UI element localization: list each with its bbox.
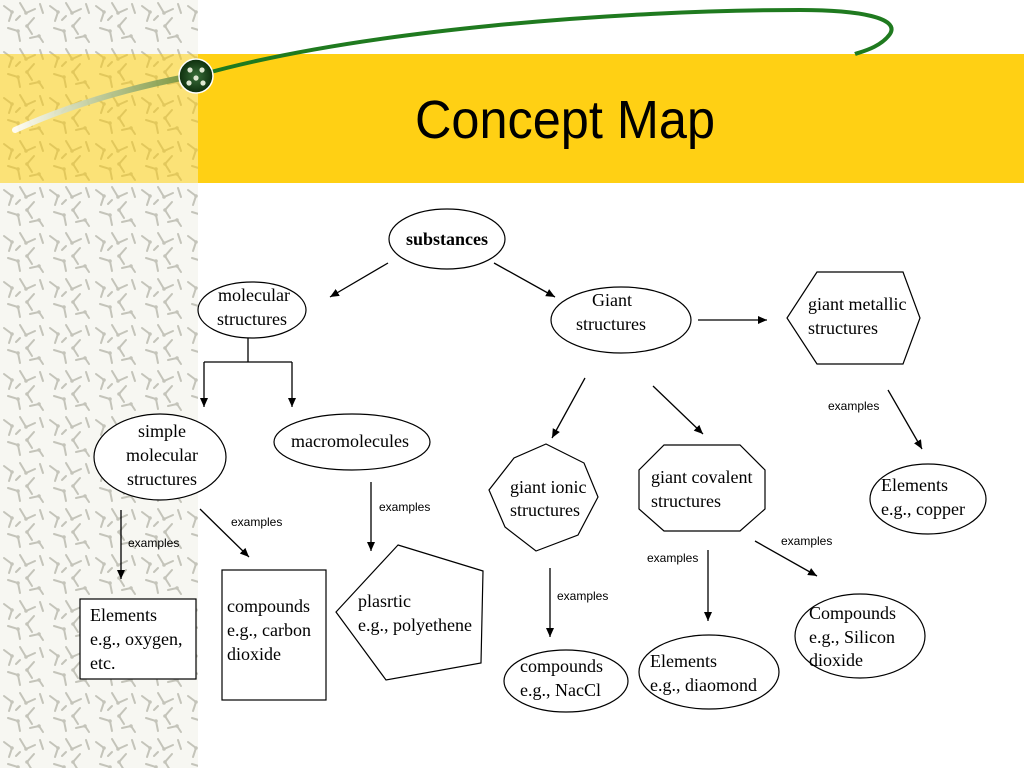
node-label: structures xyxy=(510,500,580,520)
node-compounds-silicon-dioxide: Compounds e.g., Silicon dioxide xyxy=(794,593,926,679)
node-label: plasrtic xyxy=(358,591,411,611)
node-label: dioxide xyxy=(227,644,281,664)
node-label: substances xyxy=(406,229,488,249)
node-label: etc. xyxy=(90,653,115,673)
node-label: e.g., copper xyxy=(881,499,965,519)
node-molecular-structures: molecular structures xyxy=(197,281,307,339)
node-label: Elements xyxy=(90,605,157,625)
node-label: dioxide xyxy=(809,650,863,670)
node-label: giant metallic xyxy=(808,294,906,314)
edge-label: examples xyxy=(557,589,608,603)
bulb-icon xyxy=(178,58,214,94)
node-label: e.g., polyethene xyxy=(358,615,472,635)
node-label: structures xyxy=(576,314,646,334)
swoosh-decoration xyxy=(199,7,894,77)
node-giant-metallic-structures: giant metallic structures xyxy=(786,271,921,365)
node-label: e.g., oxygen, xyxy=(90,629,182,649)
edge-label: examples xyxy=(781,534,832,548)
edge-label: examples xyxy=(128,536,179,550)
node-label: structures xyxy=(217,309,287,329)
node-label: e.g., diaomond xyxy=(650,675,757,695)
page-title: Concept Map xyxy=(415,90,715,150)
node-label: e.g., Silicon xyxy=(809,627,895,647)
bracket-molecular-branches xyxy=(204,337,292,363)
node-label: Elements xyxy=(650,651,717,671)
node-label: e.g., NacCl xyxy=(520,680,601,700)
node-label: Compounds xyxy=(809,603,896,623)
node-elements-oxygen: Elements e.g., oxygen, etc. xyxy=(79,598,197,680)
node-substances: substances xyxy=(388,208,506,270)
node-giant-ionic-structures: giant ionic structures xyxy=(488,443,599,552)
node-label: giant covalent xyxy=(651,467,752,487)
edge-label: examples xyxy=(379,500,430,514)
node-label: molecular xyxy=(218,285,290,305)
node-label: simple xyxy=(138,421,186,441)
node-giant-covalent-structures: giant covalent structures xyxy=(638,444,766,532)
node-plastic-polyethene: plasrtic e.g., polyethene xyxy=(335,544,484,681)
node-compounds-nacl: compounds e.g., NacCl xyxy=(503,649,629,713)
node-label: molecular xyxy=(126,445,198,465)
node-compounds-carbon-dioxide: compounds e.g., carbon dioxide xyxy=(221,569,327,701)
node-label: structures xyxy=(808,318,878,338)
title-banner-texture xyxy=(0,54,198,183)
node-label: structures xyxy=(651,491,721,511)
edge-label: examples xyxy=(647,551,698,565)
node-label: compounds xyxy=(227,596,310,616)
node-elements-copper: Elements e.g., copper xyxy=(869,463,987,535)
swoosh-tail xyxy=(12,74,189,133)
edge-label: examples xyxy=(231,515,282,529)
node-label: Giant xyxy=(592,290,632,310)
arrow-covalent-to-silicon xyxy=(754,540,818,577)
arrow-substances-to-giant xyxy=(493,262,556,298)
edge-labels: examples examples examples examples exam… xyxy=(128,399,879,603)
node-label: Elements xyxy=(881,475,948,495)
node-label: compounds xyxy=(520,656,603,676)
node-label: structures xyxy=(127,469,197,489)
arrow-metallic-to-copper xyxy=(887,389,923,450)
arrow-giant-to-ionic xyxy=(551,377,586,439)
connectors xyxy=(117,262,923,637)
node-simple-molecular-structures: simple molecular structures xyxy=(93,413,227,501)
node-elements-diamond: Elements e.g., diaomond xyxy=(638,634,780,710)
arrow-substances-to-molecular xyxy=(329,262,389,298)
node-label: e.g., carbon xyxy=(227,620,311,640)
node-giant-structures: Giant structures xyxy=(550,286,692,354)
node-label: giant ionic xyxy=(510,477,586,497)
arrow-giant-to-covalent xyxy=(652,385,704,435)
node-label: macromolecules xyxy=(291,431,409,451)
arrow-simple-to-carbon-dioxide xyxy=(199,508,250,558)
node-macromolecules: macromolecules xyxy=(273,413,431,471)
edge-label: examples xyxy=(828,399,879,413)
